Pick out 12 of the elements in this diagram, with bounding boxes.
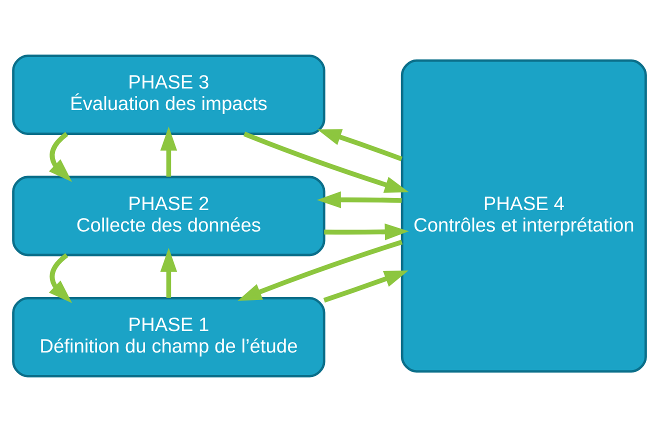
node-box: PHASE 2 Collecte des données: [12, 175, 326, 256]
arrow: [317, 128, 402, 161]
arrow: [238, 239, 403, 300]
arrow: [316, 190, 402, 208]
node-box: PHASE 3 Évaluation des impacts: [12, 54, 326, 134]
arrow: [323, 270, 408, 302]
arrow: [243, 131, 409, 192]
arrow: [160, 247, 178, 298]
arrow: [324, 222, 409, 240]
node-box: PHASE 1 Définition du champ de l’étude: [12, 296, 326, 377]
arrow: [160, 126, 178, 176]
node-box: PHASE 4 Contrôles et interprétation: [400, 58, 647, 372]
